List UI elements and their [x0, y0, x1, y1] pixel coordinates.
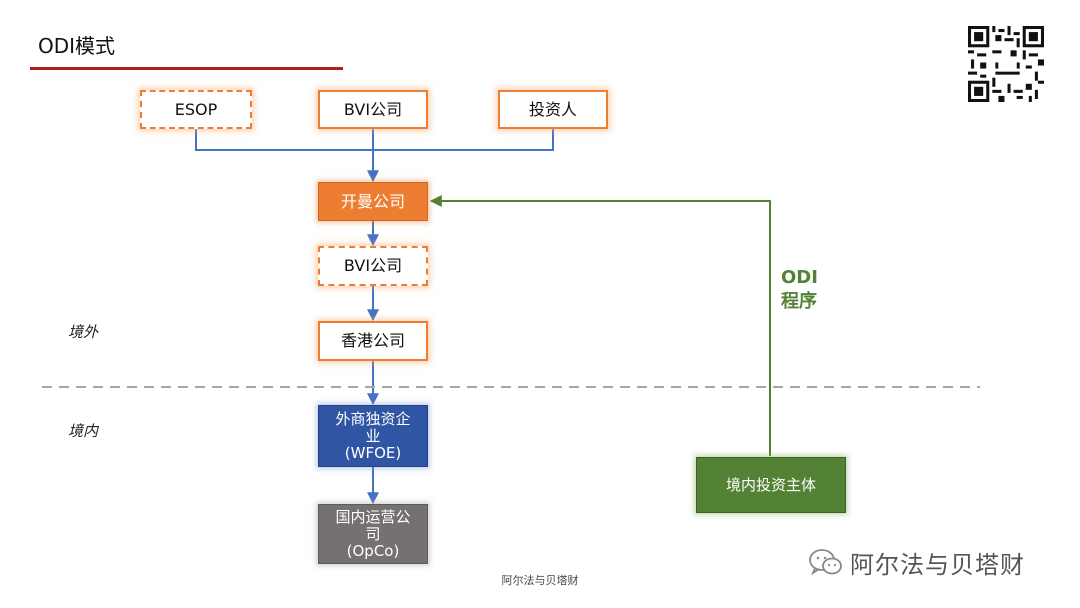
node-bvi-top: BVI公司	[318, 90, 428, 129]
node-investor: 投资人	[498, 90, 608, 129]
shareholder-connector	[195, 129, 554, 151]
node-domestic-investor: 境内投资主体	[696, 457, 846, 513]
odi-process-label: ODI 程序	[781, 266, 818, 314]
node-wfoe-line1: 外商独资企	[335, 409, 411, 428]
wechat-icon	[809, 548, 842, 575]
footer-source: 阿尔法与贝塔财	[501, 574, 579, 587]
odi-label-line1: ODI	[781, 267, 818, 288]
node-opco-line1: 国内运营公	[335, 507, 411, 526]
page-title: ODI模式	[38, 34, 116, 58]
watermark-name: 阿尔法与贝塔财	[850, 551, 1025, 579]
node-wfoe-line3: (WFOE)	[344, 443, 402, 462]
node-esop: ESOP	[140, 90, 252, 129]
node-wfoe-line2: 业	[365, 426, 381, 445]
region-onshore-label: 境内	[68, 422, 99, 440]
watermark: 阿尔法与贝塔财	[808, 545, 1025, 580]
node-wfoe: 外商独资企 业 (WFOE)	[318, 405, 428, 467]
node-hk: 香港公司	[318, 321, 428, 361]
odi-label-line2: 程序	[781, 291, 817, 312]
qr-code-icon	[968, 26, 1044, 102]
node-bvi-mid: BVI公司	[318, 246, 428, 286]
node-opco-line2: 司	[365, 524, 381, 543]
region-offshore-label: 境外	[68, 323, 99, 341]
node-opco: 国内运营公 司 (OpCo)	[318, 504, 428, 564]
title-underline	[30, 67, 343, 70]
node-opco-line3: (OpCo)	[346, 541, 400, 560]
node-kaiman: 开曼公司	[318, 182, 428, 221]
odi-arrow	[429, 195, 771, 456]
